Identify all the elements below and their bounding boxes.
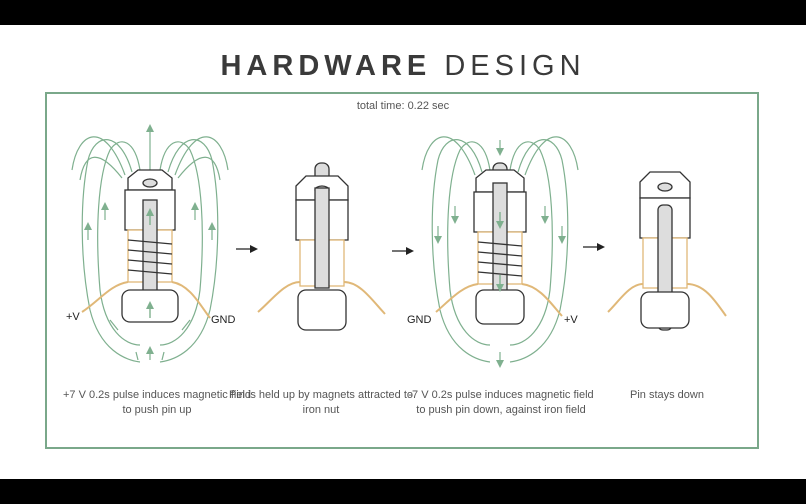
top-letterbox-bar (0, 0, 806, 25)
caption-step-1: +7 V 0.2s pulse induces magnetic field t… (62, 389, 252, 416)
step1-ground-label: GND (211, 314, 236, 326)
step3-wires (435, 283, 563, 317)
caption-step-2: Pin is held up by magnets attracted to i… (228, 389, 414, 416)
step1-wires (81, 281, 211, 319)
step1-solenoid (121, 169, 179, 323)
bottom-letterbox-bar (0, 479, 806, 504)
total-time-label: total time: 0.22 sec (356, 100, 450, 112)
diagram-frame (45, 92, 759, 449)
step4-solenoid (639, 171, 691, 331)
step4-wires (607, 283, 727, 317)
step1-magnetic-field-lines (71, 124, 229, 363)
step3-solenoid (473, 162, 527, 325)
step3-positive-label: +V (564, 314, 578, 326)
slide-title: HARDWARE DESIGN (0, 48, 806, 84)
step2-wires (257, 281, 386, 315)
title-light-word: DESIGN (444, 50, 586, 82)
caption-step-4: Pin stays down (630, 389, 704, 401)
step3-magnetic-field-lines (421, 136, 579, 368)
title-bold-word: HARDWARE (220, 50, 432, 82)
caption-step-3: -7 V 0.2s pulse induces magnetic field t… (408, 389, 594, 416)
step1-positive-label: +V (66, 311, 80, 323)
step3-ground-label: GND (407, 314, 432, 326)
step2-solenoid (295, 162, 349, 331)
